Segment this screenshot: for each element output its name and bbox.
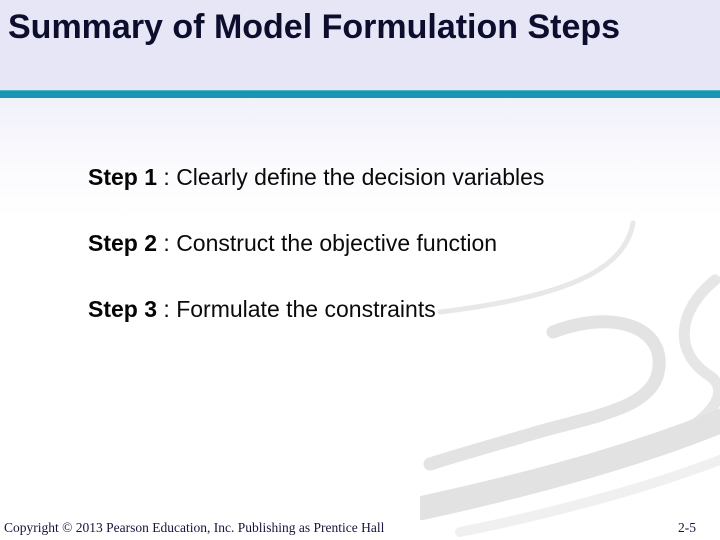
step-2-text: : Construct the objective function [157, 230, 498, 256]
slide-title: Summary of Model Formulation Steps [8, 8, 621, 46]
step-item-3: Step 3 : Formulate the constraints [88, 292, 548, 326]
step-1-text: : Clearly define the decision variables [157, 164, 545, 190]
slide-footer: Copyright © 2013 Pearson Education, Inc.… [0, 520, 720, 536]
title-divider-bar [0, 90, 720, 98]
steps-list: Step 1 : Clearly define the decision var… [88, 160, 548, 358]
step-item-2: Step 2 : Construct the objective functio… [88, 226, 548, 260]
step-1-label: Step 1 [88, 164, 158, 190]
step-3-label: Step 3 [88, 296, 158, 322]
step-3-text: : Formulate the constraints [157, 296, 436, 322]
page-number: 2-5 [678, 520, 696, 535]
step-item-1: Step 1 : Clearly define the decision var… [88, 160, 548, 194]
copyright-text: Copyright © 2013 Pearson Education, Inc.… [4, 520, 385, 535]
slide-header: Summary of Model Formulation Steps [0, 0, 720, 90]
step-2-label: Step 2 [88, 230, 158, 256]
slide-body: Step 1 : Clearly define the decision var… [0, 98, 720, 540]
